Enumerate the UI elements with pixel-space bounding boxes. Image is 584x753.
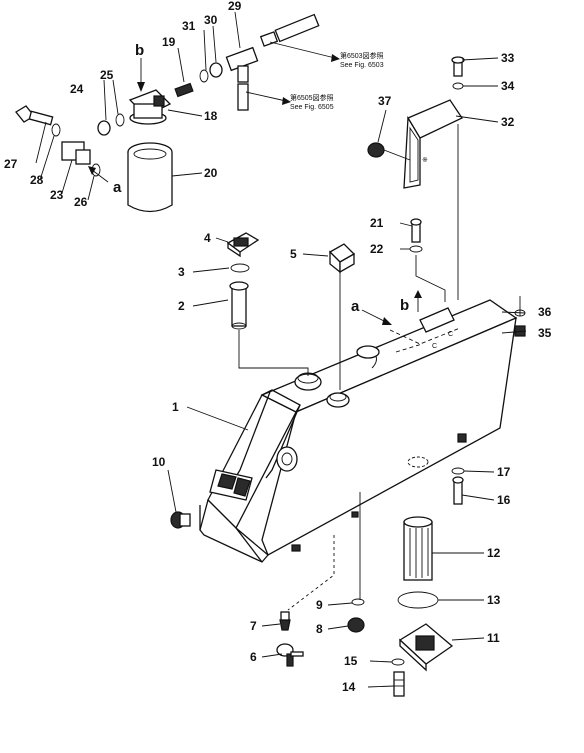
marker-labels: b a a b	[113, 42, 409, 315]
filter-element-part-12	[403, 516, 433, 581]
label-part-25: 25	[100, 68, 114, 82]
elbow-part-23	[61, 141, 91, 165]
label-part-31: 31	[182, 19, 196, 33]
ref-6505-en: See Fig. 6505	[290, 104, 334, 111]
washer-part-15	[391, 658, 405, 666]
label-part-1: 1	[172, 400, 179, 414]
label-part-6: 6	[250, 650, 257, 664]
label-part-8: 8	[316, 622, 323, 636]
label-part-19: 19	[162, 35, 176, 49]
fuel-tank-body: C C	[199, 299, 518, 563]
label-part-7: 7	[250, 619, 257, 633]
marker-b-top: b	[135, 42, 144, 59]
gasket-part-3	[230, 263, 250, 273]
label-part-13: 13	[487, 593, 501, 607]
marker-b-tank: b	[400, 297, 409, 314]
bolt-part-16	[452, 476, 464, 505]
filter-bowl-part-20	[127, 142, 173, 213]
filter-head-part-18	[128, 89, 172, 125]
ring-part-25	[115, 113, 125, 127]
filler-cap-part-5	[328, 243, 356, 274]
washer-part-22	[409, 245, 423, 253]
label-part-30: 30	[204, 13, 218, 27]
bolt-part-27	[15, 105, 54, 126]
label-part-32: 32	[501, 115, 515, 129]
o-ring-part-13	[397, 591, 439, 609]
hose-stub-upper	[274, 13, 320, 43]
label-part-36: 36	[538, 305, 552, 319]
washer-part-17	[451, 467, 465, 475]
washer-part-31	[199, 69, 209, 83]
label-part-22: 22	[370, 242, 384, 256]
label-part-3: 3	[178, 265, 185, 279]
strainer-tube-part-2	[229, 281, 249, 330]
label-part-15: 15	[344, 654, 358, 668]
washer-part-34	[452, 82, 464, 90]
bracket-part-32: ※	[403, 99, 463, 189]
bolt-part-21	[410, 218, 422, 243]
label-part-16: 16	[497, 493, 511, 507]
ref-6503-jp: 第6503図参照	[340, 51, 384, 60]
hose-stub-lower	[237, 83, 249, 111]
drain-valve-part-6	[276, 643, 304, 667]
connection-markers	[88, 58, 422, 325]
nipple-part-7	[279, 611, 291, 631]
washer-part-9	[351, 598, 365, 606]
label-part-28: 28	[30, 173, 44, 187]
assembly-guide-lines	[238, 124, 521, 611]
ref-6503-en: See Fig. 6503	[340, 62, 384, 69]
label-part-9: 9	[316, 598, 323, 612]
label-part-27: 27	[4, 157, 18, 171]
part-number-labels: 1 2 3 4 5 6 7 8 9 10 11 12 13 14 15 16 1…	[4, 0, 552, 694]
label-part-18: 18	[204, 109, 218, 123]
label-part-14: 14	[342, 680, 356, 694]
tee-fitting-part-29	[225, 31, 279, 83]
bolt-part-14	[393, 671, 405, 697]
figure-references: 第6503図参照 See Fig. 6503 第6505図参照 See Fig.…	[290, 51, 384, 111]
washer-part-28	[51, 123, 61, 137]
svg-text:C: C	[448, 331, 453, 338]
label-part-35: 35	[538, 326, 552, 340]
label-part-37: 37	[378, 94, 392, 108]
leader-lines	[35, 11, 527, 688]
marker-a-left: a	[113, 179, 122, 196]
label-part-17: 17	[497, 465, 511, 479]
label-part-24: 24	[70, 82, 84, 96]
label-part-4: 4	[204, 231, 211, 245]
label-part-12: 12	[487, 546, 501, 560]
label-part-33: 33	[501, 51, 515, 65]
label-part-11: 11	[487, 631, 500, 645]
label-part-10: 10	[152, 455, 166, 469]
svg-text:C: C	[432, 343, 437, 350]
drain-plug-part-10	[170, 511, 191, 529]
label-part-20: 20	[204, 166, 218, 180]
plug-part-8	[347, 617, 365, 633]
svg-text:※: ※	[422, 157, 428, 164]
nut-part-30	[209, 62, 223, 78]
grommet-part-37	[367, 142, 385, 158]
filler-cap-part-4	[226, 232, 260, 258]
label-part-2: 2	[178, 299, 185, 313]
cover-part-11	[398, 623, 454, 672]
label-part-26: 26	[74, 195, 88, 209]
nut-part-24	[97, 120, 111, 136]
label-part-21: 21	[370, 216, 384, 230]
label-part-5: 5	[290, 247, 297, 261]
ref-6505-jp: 第6505図参照	[290, 93, 334, 102]
fitting-part-19	[174, 82, 194, 98]
label-part-34: 34	[501, 79, 515, 93]
label-part-29: 29	[228, 0, 242, 13]
label-part-23: 23	[50, 188, 64, 202]
marker-a-tank: a	[351, 298, 360, 315]
